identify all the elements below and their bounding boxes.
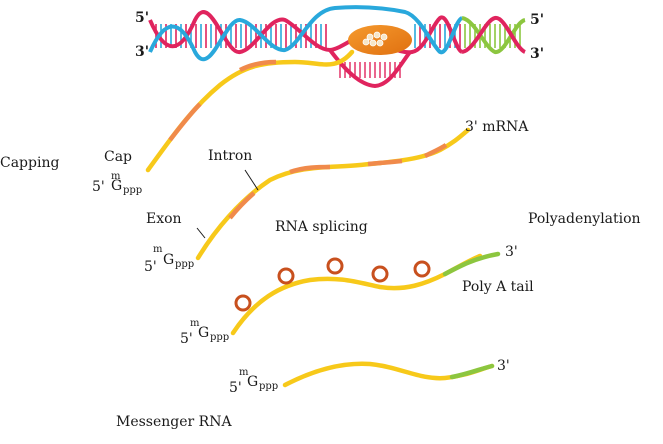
dna-right-3prime: 3' — [530, 46, 544, 62]
dna-strand-red — [148, 10, 464, 55]
svg-text:m: m — [239, 367, 249, 378]
dna-left-3prime: 3' — [135, 44, 149, 60]
cap-label: Cap — [104, 149, 132, 165]
svg-text:G: G — [198, 325, 209, 341]
tail-3prime-label: 3' — [505, 244, 518, 260]
polyadenylation-label: Polyadenylation — [528, 211, 641, 227]
svg-text:G: G — [111, 178, 122, 194]
ribosome-icon — [326, 257, 344, 275]
dna-helix: 5' 3' 5' 3' — [135, 5, 544, 89]
exon-pointer — [196, 227, 206, 239]
mature-3prime-label: 3' — [497, 358, 510, 374]
cap-5prime-label-4: 5' m G ppp — [229, 367, 278, 396]
svg-text:m: m — [190, 318, 200, 329]
cap-5prime-label-2: 5' m G ppp — [144, 244, 194, 275]
ribosome-icon — [277, 267, 295, 285]
capping-label: Capping — [0, 155, 59, 171]
messenger-rna-strand — [282, 361, 495, 388]
rna-splicing-label: RNA splicing — [275, 219, 368, 235]
pre-mrna — [195, 127, 471, 261]
mrna-3prime-label: 3' mRNA — [465, 119, 529, 135]
svg-text:ppp: ppp — [175, 259, 194, 270]
exon-label: Exon — [146, 211, 182, 227]
svg-text:m: m — [153, 244, 163, 255]
svg-text:ppp: ppp — [210, 332, 229, 343]
intron-pointer — [244, 169, 259, 191]
svg-text:5': 5' — [92, 179, 105, 195]
poly-a-tail-label: Poly A tail — [462, 279, 534, 295]
cap-5prime-label-3: 5' m G ppp — [180, 318, 229, 347]
ribosome-icon — [371, 265, 389, 283]
svg-text:m: m — [111, 171, 121, 182]
ribosome-icon — [413, 260, 431, 278]
svg-text:5': 5' — [144, 259, 157, 275]
cap-5prime-label-1: 5' m G ppp — [92, 171, 142, 196]
dna-strand-green-2 — [461, 16, 527, 54]
dna-left-5prime: 5' — [135, 10, 149, 26]
polyadenylated-mrna — [230, 251, 501, 336]
svg-text:5': 5' — [180, 331, 193, 347]
svg-text:G: G — [163, 252, 174, 268]
dna-right-5prime: 5' — [530, 12, 544, 28]
dna-strand-blue — [148, 5, 464, 62]
ribosome-icon — [234, 294, 252, 312]
svg-text:G: G — [247, 374, 258, 390]
dna-bubble-lower — [328, 48, 412, 89]
svg-text:ppp: ppp — [259, 381, 278, 392]
intron-label: Intron — [208, 148, 252, 164]
svg-text:ppp: ppp — [123, 185, 142, 196]
polymerase-nucleotides-icon — [362, 31, 388, 47]
dna-strand-green — [461, 16, 526, 54]
svg-text:5': 5' — [229, 380, 242, 396]
messenger-rna-label: Messenger RNA — [116, 414, 232, 430]
ribosomes — [234, 257, 431, 312]
nascent-rna — [145, 49, 355, 173]
